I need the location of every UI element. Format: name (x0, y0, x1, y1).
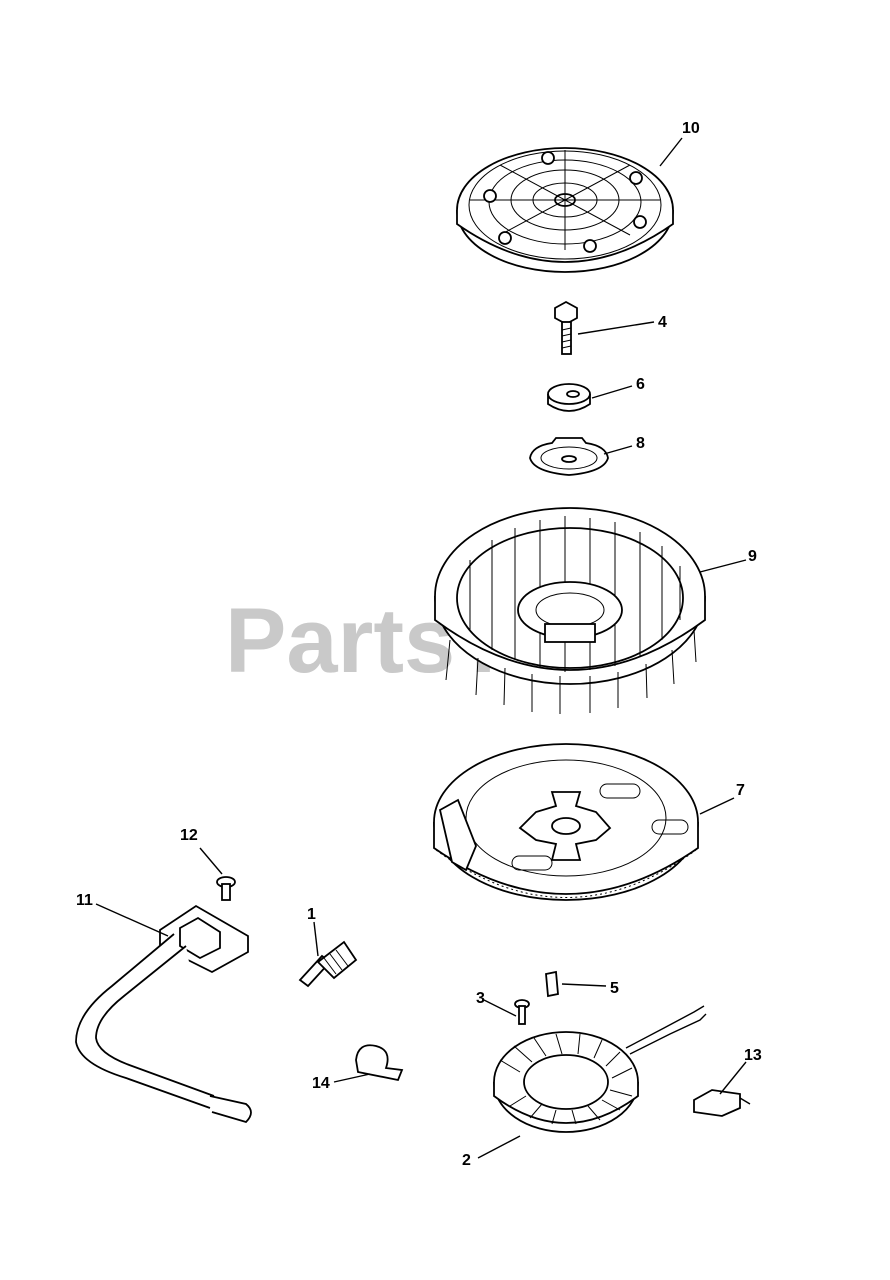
part-6-washer[interactable] (547, 383, 591, 412)
callout-13: 13 (744, 1047, 762, 1064)
callout-3: 3 (476, 990, 485, 1007)
part-5-key[interactable] (545, 970, 559, 998)
part-14-clamp[interactable] (355, 1044, 404, 1082)
part-10-fan-screen[interactable] (456, 147, 674, 273)
callout-10: 10 (682, 120, 700, 137)
callout-6: 6 (636, 376, 645, 393)
callout-14: 14 (312, 1075, 330, 1092)
callout-2: 2 (462, 1152, 471, 1169)
callout-9: 9 (748, 548, 757, 565)
part-11-ignition-module[interactable] (75, 904, 252, 1124)
part-8-retainer[interactable] (529, 437, 609, 476)
callout-11: 11 (76, 892, 93, 909)
callout-5: 5 (610, 980, 619, 997)
part-2-stator[interactable] (493, 1005, 707, 1133)
part-7-ring-gear[interactable] (433, 743, 699, 901)
part-1-spark-plug[interactable] (298, 940, 358, 988)
callout-8: 8 (636, 435, 645, 452)
callout-1: 1 (307, 906, 316, 923)
part-9-flywheel[interactable] (434, 507, 706, 714)
callout-12: 12 (180, 827, 198, 844)
part-3-screw[interactable] (514, 999, 530, 1025)
callout-4: 4 (658, 314, 667, 331)
callout-7: 7 (736, 782, 745, 799)
part-13-connector[interactable] (693, 1089, 751, 1117)
part-12-screw[interactable] (216, 876, 236, 901)
part-4-bolt[interactable] (554, 300, 578, 355)
leader-lines (95, 137, 747, 1159)
